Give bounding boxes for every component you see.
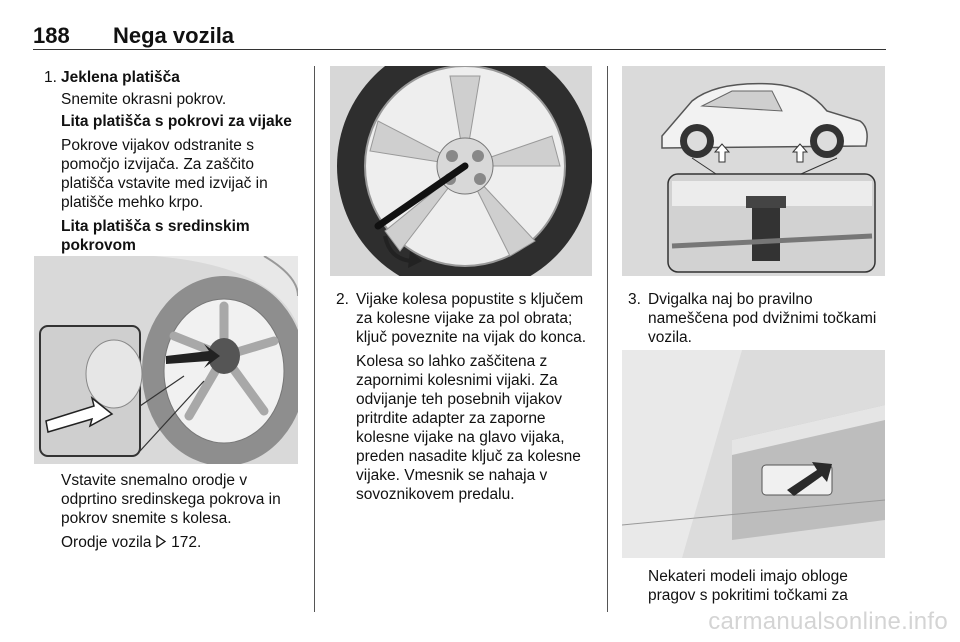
step-line: nameščena pod dvižnimi točkami bbox=[648, 310, 877, 327]
page-title: Nega vozila bbox=[113, 23, 235, 48]
sill-cover-illustration bbox=[622, 350, 885, 558]
step-number: 3. bbox=[628, 291, 641, 308]
paragraph-line: zapornimi kolesnimi vijaki. Za bbox=[356, 372, 558, 389]
cross-reference-page[interactable]: 172. bbox=[171, 534, 202, 551]
paragraph-line: odvijanje teh posebnih vijakov bbox=[356, 391, 562, 408]
paragraph-line: kolesne vijake na glavo vijaka, bbox=[356, 429, 565, 446]
paragraph-line: Nekateri modeli imajo obloge bbox=[648, 568, 848, 585]
watermark: carmanualsonline.info bbox=[708, 608, 948, 635]
step-line: vozila. bbox=[648, 329, 692, 346]
step-line: Vijake kolesa popustite s ključem bbox=[356, 291, 584, 308]
subheading: Lita platišča s pokrovi za vijake bbox=[61, 113, 292, 130]
hubcap-removal-illustration bbox=[34, 256, 298, 464]
paragraph-line: pragov s pokritimi točkami za bbox=[648, 587, 848, 604]
paragraph: Snemite okrasni pokrov. bbox=[61, 91, 227, 108]
column-divider bbox=[314, 66, 315, 612]
cross-reference-text: Orodje vozila bbox=[61, 534, 152, 551]
column-divider bbox=[607, 66, 608, 612]
step-number: 2. bbox=[336, 291, 349, 308]
step-line: za kolesne vijake za pol obrata; bbox=[356, 310, 573, 327]
arrow-reference-icon bbox=[156, 534, 171, 551]
cross-reference: Orodje vozila 172. bbox=[61, 533, 201, 552]
paragraph-line: pomočjo izvijača. Za zaščito bbox=[61, 156, 254, 173]
paragraph-line: sovoznikovem predalu. bbox=[356, 486, 515, 503]
paragraph-line: platišče mehko krpo. bbox=[61, 194, 204, 211]
paragraph-line: Pokrove vijakov odstranite s bbox=[61, 137, 254, 154]
subheading-line: pokrovom bbox=[61, 237, 136, 254]
step-line: ključ poveznite na vijak do konca. bbox=[356, 329, 587, 346]
jack-lifting-points-illustration bbox=[622, 66, 885, 276]
wheel-bolt-wrench-illustration bbox=[330, 66, 592, 276]
paragraph-line: platišča vstavite med izvijač in bbox=[61, 175, 268, 192]
page-number: 188 bbox=[33, 23, 70, 48]
paragraph-line: preden nasadite ključ za kolesne bbox=[356, 448, 581, 465]
step-line: Dvigalka naj bo pravilno bbox=[648, 291, 813, 308]
paragraph-line: Kolesa so lahko zaščitena z bbox=[356, 353, 548, 370]
paragraph-line: vijake. Vmesnik se nahaja v bbox=[356, 467, 548, 484]
paragraph-line: pritrdite adapter za zaporne bbox=[356, 410, 546, 427]
paragraph-line: pokrov snemite s kolesa. bbox=[61, 510, 232, 527]
paragraph-line: Vstavite snemalno orodje v bbox=[61, 472, 248, 489]
step-heading: Jeklena platišča bbox=[61, 69, 180, 86]
subheading-line: Lita platišča s sredinskim bbox=[61, 218, 250, 235]
header-rule bbox=[33, 49, 886, 50]
paragraph-line: odprtino sredinskega pokrova in bbox=[61, 491, 281, 508]
step-number: 1. bbox=[44, 69, 57, 86]
